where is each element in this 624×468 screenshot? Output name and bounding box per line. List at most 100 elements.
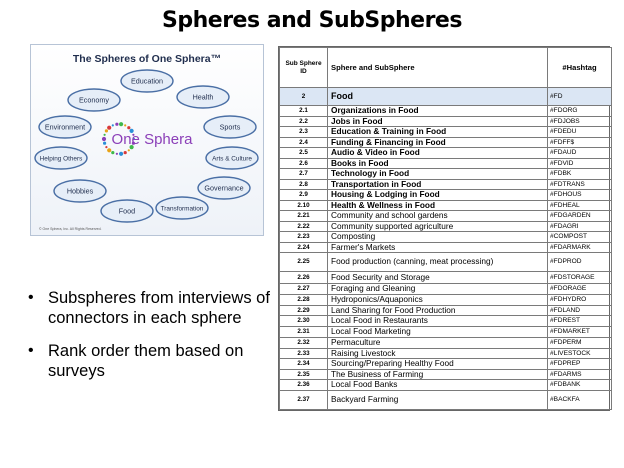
cell-id: 2.5 <box>279 147 328 159</box>
cell-name: Technology in Food <box>327 168 548 180</box>
cell-id: 2.8 <box>279 178 328 190</box>
logo-dot <box>119 151 124 156</box>
cell-name: Food <box>327 87 548 106</box>
sphere-label: Health <box>193 93 214 102</box>
cell-id: 2.7 <box>279 168 328 180</box>
sphere-label: Economy <box>79 96 109 105</box>
cell-id: 2.3 <box>279 126 328 138</box>
cell-id: 2.1 <box>279 105 328 117</box>
logo-dot <box>132 133 135 136</box>
logo-dot <box>129 145 134 150</box>
logo-dot <box>111 124 114 127</box>
cell-name: Hydroponics/Aquaponics <box>327 294 548 306</box>
cell-hashtag: #FDORG <box>547 105 612 117</box>
cell-id: 2.25 <box>279 252 328 272</box>
table-header-row: Sub Sphere ID Sphere and SubSphere #Hash… <box>279 47 612 88</box>
cell-hashtag: #COMPOST <box>547 231 612 243</box>
cell-hashtag: #BACKFA <box>547 389 612 410</box>
cell-id: 2.27 <box>279 282 328 295</box>
logo-dot <box>104 129 108 133</box>
cell-name: Funding & Financing in Food <box>327 136 548 148</box>
cell-id: 2.28 <box>279 294 328 306</box>
logo-dot <box>123 151 127 155</box>
cell-hashtag: #FDVID <box>547 157 612 169</box>
cell-id: 2.2 <box>279 115 328 127</box>
sphere-bubble-shape <box>176 85 230 109</box>
cell-hashtag: #FDARMS <box>547 368 612 380</box>
cell-hashtag: #FDORAGE <box>547 282 612 295</box>
cell-id: 2 <box>279 87 328 106</box>
sphere-bubble: Hobbies <box>53 179 107 203</box>
cell-name: Farmer's Markets <box>327 241 548 253</box>
bullet-text: Rank order them based on surveys <box>48 342 244 380</box>
cell-name: Backyard Farming <box>327 389 548 410</box>
sphere-label: Hobbies <box>67 187 94 196</box>
sphere-label: Food <box>119 207 135 216</box>
cell-name: Composting <box>327 231 548 243</box>
cell-hashtag: #FDHYDRO <box>547 294 612 306</box>
sphere-bubble: Education <box>120 69 174 93</box>
cell-id: 2.32 <box>279 337 328 349</box>
logo-dot <box>105 146 108 149</box>
logo-dot <box>111 151 115 155</box>
cell-name: Organizations in Food <box>327 105 548 117</box>
sphere-bubble-shape <box>197 176 251 200</box>
cell-hashtag: #FDPROD <box>547 252 612 272</box>
cell-name: Land Sharing for Food Production <box>327 304 548 316</box>
diagram-heading: The Spheres of One Sphera™ <box>73 53 221 65</box>
logo-dot <box>115 122 119 126</box>
cell-name: Food Security and Storage <box>327 271 548 284</box>
one-sphera-logo-icon: One Sphera <box>101 122 193 156</box>
cell-hashtag: #FDPREP <box>547 358 612 370</box>
logo-dot <box>107 148 112 153</box>
cell-name: Permaculture <box>327 337 548 349</box>
cell-hashtag: #FDPERM <box>547 337 612 349</box>
cell-id: 2.35 <box>279 368 328 380</box>
sphere-bubble-shape <box>120 69 174 93</box>
cell-name: Raising Livestock <box>327 347 548 359</box>
cell-id: 2.10 <box>279 199 328 211</box>
sphere-bubble-shape <box>155 196 209 220</box>
subsphere-table: Sub Sphere ID Sphere and SubSphere #Hash… <box>278 46 612 411</box>
sphere-bubble: Economy <box>67 88 121 112</box>
sphere-bubble-shape <box>38 115 92 139</box>
cell-hashtag: #FDHOUS <box>547 189 612 201</box>
sphere-bubble-shape <box>53 179 107 203</box>
diagram-footer: © One Sphera, Inc. All Rights Reserved. <box>39 227 102 231</box>
logo-dot <box>103 133 106 136</box>
logo-dot <box>127 149 130 152</box>
cell-id: 2.9 <box>279 189 328 201</box>
cell-id: 2.37 <box>279 389 328 410</box>
sphere-label: Education <box>131 77 163 86</box>
cell-id: 2.29 <box>279 304 328 316</box>
cell-id: 2.21 <box>279 210 328 222</box>
cell-hashtag: #FDEDU <box>547 126 612 138</box>
cell-name: Foraging and Gleaning <box>327 282 548 295</box>
cell-id: 2.30 <box>279 315 328 327</box>
logo-dot <box>131 141 135 145</box>
logo-dot <box>129 128 134 133</box>
cell-id: 2.24 <box>279 241 328 253</box>
cell-id: 2.6 <box>279 157 328 169</box>
sphere-label: Governance <box>204 184 243 193</box>
sphere-bubble: Health <box>176 85 230 109</box>
cell-hashtag: #FDJOBS <box>547 115 612 127</box>
